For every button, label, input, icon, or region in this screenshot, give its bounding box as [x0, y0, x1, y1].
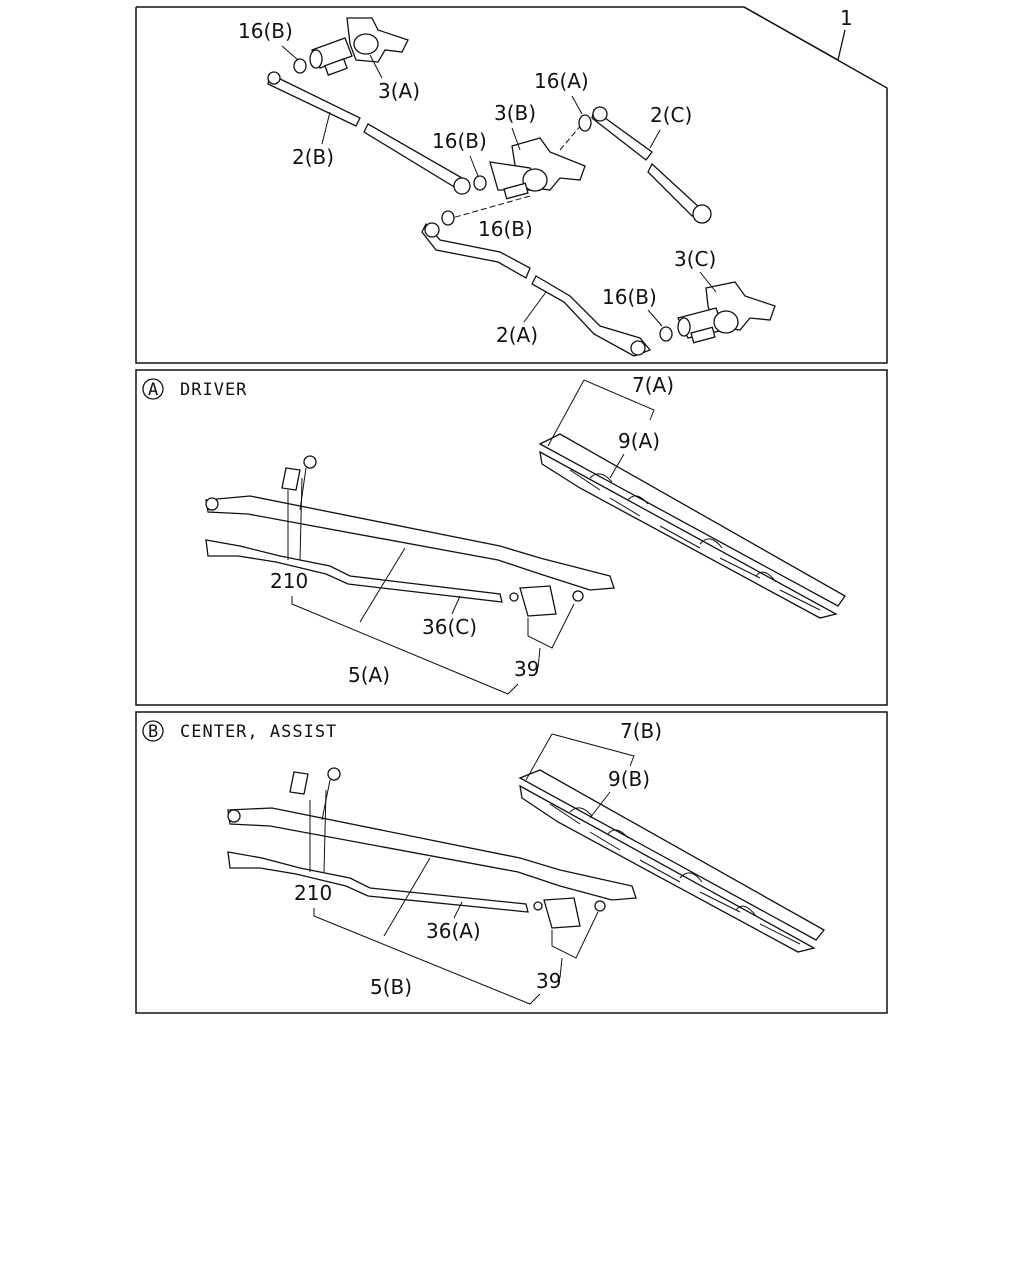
callout-210-a: 210	[270, 569, 308, 593]
driver-title: DRIVER	[180, 380, 247, 400]
callout-39-a: 39	[514, 657, 539, 681]
callout-3c: 3(C)	[674, 247, 716, 271]
callout-39-b: 39	[536, 969, 561, 993]
callout-1-leader	[743, 6, 846, 61]
linkage-panel-frame	[135, 6, 888, 364]
linkage-panel: 1 16(B) 3(A) 2(B) 16(B)	[135, 6, 888, 364]
callout-16a: 16(A)	[534, 69, 589, 93]
callout-1: 1	[840, 6, 853, 30]
washer-16b-1	[293, 58, 307, 74]
callout-3a: 3(A)	[378, 79, 420, 103]
callout-9a: 9(A)	[618, 429, 660, 453]
callout-3b: 3(B)	[494, 101, 536, 125]
washer-16b-3	[441, 210, 455, 226]
center-assist-title: CENTER, ASSIST	[180, 722, 337, 742]
callout-16b-2: 16(B)	[432, 129, 487, 153]
wiper-arm-5a	[205, 455, 615, 617]
driver-panel-frame	[135, 369, 888, 706]
center-assist-panel-frame	[135, 711, 888, 1014]
center-assist-badge-circle	[142, 720, 164, 742]
center-assist-panel: B CENTER, ASSIST 210 36(A) 5(B) 39	[135, 711, 888, 1014]
wiper-blade-7b	[518, 769, 825, 953]
callout-2b: 2(B)	[292, 145, 334, 169]
pivot-3b	[489, 137, 586, 200]
center-assist-badge: B	[148, 722, 159, 742]
pivot-3a	[309, 17, 409, 76]
callout-36c: 36(C)	[422, 615, 477, 639]
callout-9b: 9(B)	[608, 767, 650, 791]
driver-badge: A	[148, 380, 159, 400]
callout-5b: 5(B)	[370, 975, 412, 999]
washer-16b-4	[659, 326, 673, 342]
driver-badge-circle	[142, 378, 164, 400]
driver-panel: A DRIVER 210 36(C) 5(A) 39	[135, 369, 888, 706]
callout-7b: 7(B)	[620, 719, 662, 743]
washer-16a	[578, 114, 592, 132]
link-rod-2a	[421, 222, 652, 357]
wiper-blade-7a	[538, 433, 846, 619]
callout-16b-1: 16(B)	[238, 19, 293, 43]
callout-2a: 2(A)	[496, 323, 538, 347]
callout-2c: 2(C)	[650, 103, 692, 127]
callout-210-b: 210	[294, 881, 332, 905]
callout-5a: 5(A)	[348, 663, 390, 687]
callout-7a: 7(A)	[632, 373, 674, 397]
pivot-3c	[677, 281, 776, 344]
washer-16b-2	[473, 175, 487, 191]
wiper-arm-5b	[227, 767, 637, 929]
link-rod-2b	[267, 71, 471, 195]
callout-16b-4: 16(B)	[602, 285, 657, 309]
link-rod-2c	[591, 106, 712, 224]
callout-16b-3: 16(B)	[478, 217, 533, 241]
callout-36a: 36(A)	[426, 919, 481, 943]
